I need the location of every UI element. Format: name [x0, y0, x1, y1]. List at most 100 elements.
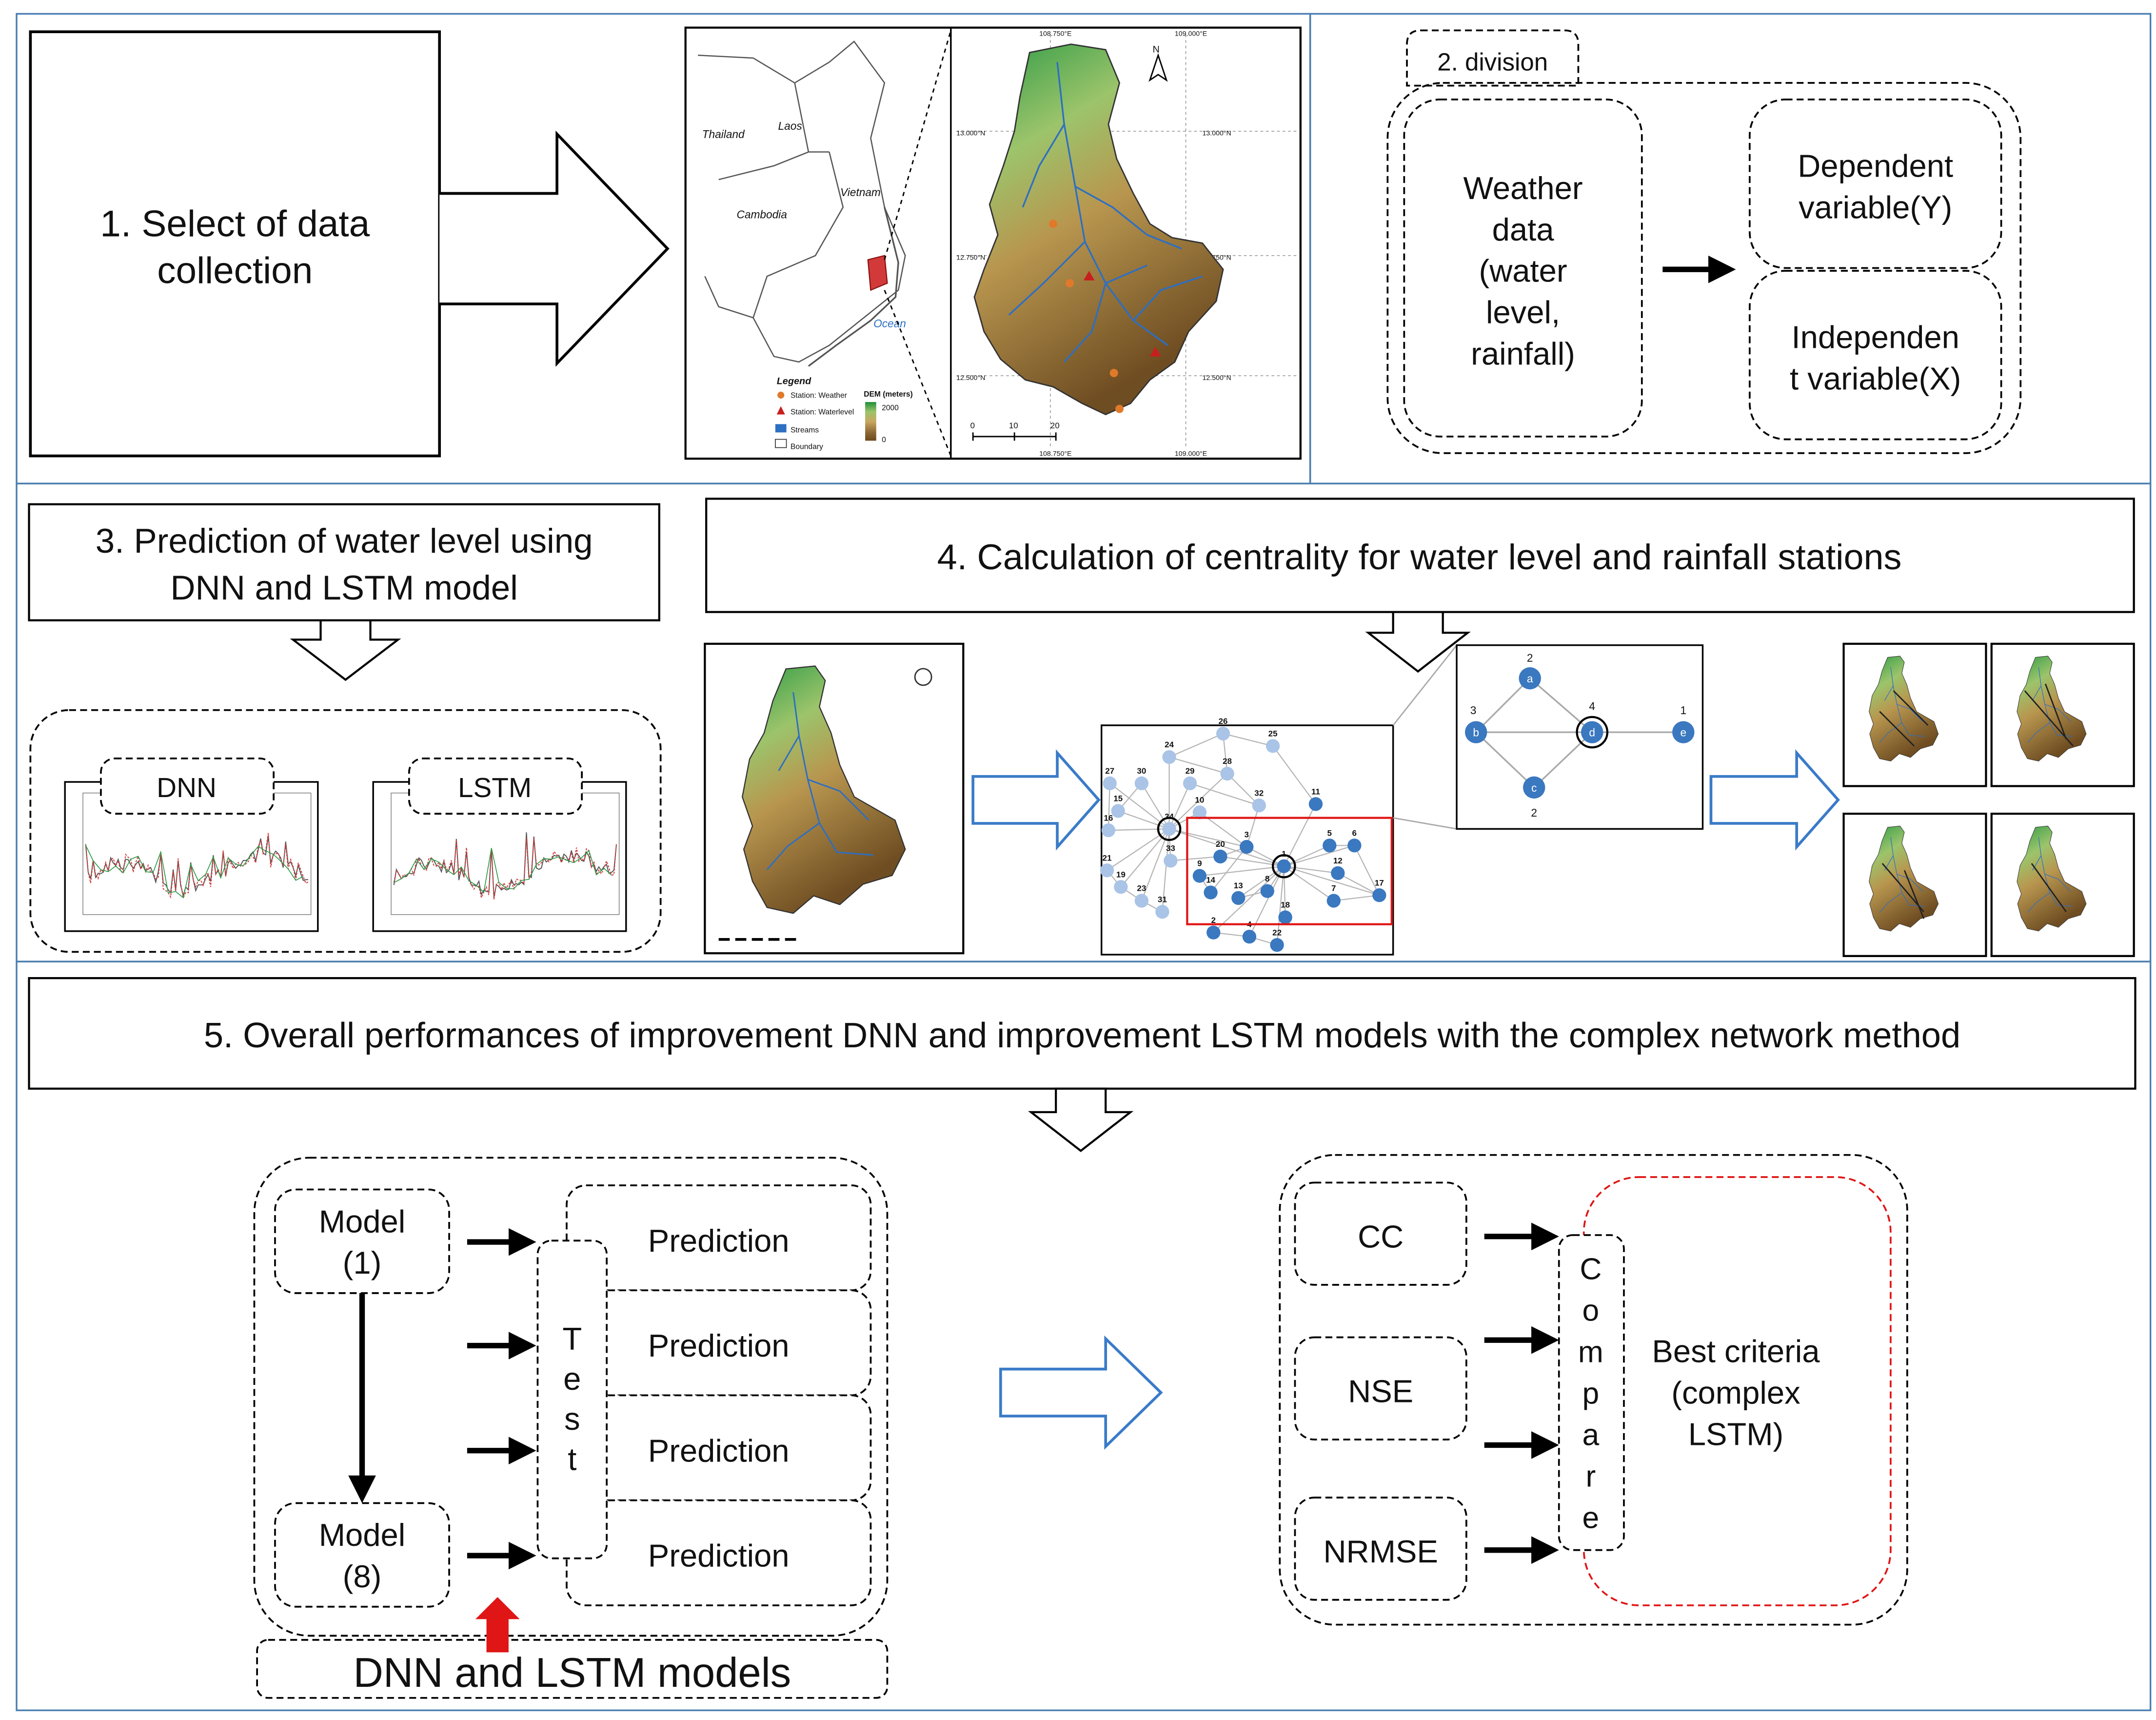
best-criteria-line1: Best criteria	[1652, 1333, 1820, 1369]
centrality-map-1	[1842, 642, 1987, 787]
network-node	[1162, 822, 1176, 836]
blue-arrow-to-network	[971, 749, 1101, 851]
network-node	[1103, 776, 1117, 790]
scale-0: 0	[970, 421, 974, 430]
grid-lon1-bottom: 108.750°E	[1039, 450, 1071, 458]
example-node-b-label: b	[1473, 726, 1479, 739]
network-node	[1347, 839, 1362, 853]
north-arrow-icon	[1148, 53, 1168, 82]
division-tab-label: 2. division	[1437, 48, 1548, 76]
network-node-label: 22	[1272, 928, 1282, 937]
compare-letter-3: m	[1578, 1335, 1603, 1369]
waterlevel-station	[1083, 271, 1095, 280]
legend-waterlevel: Station: Waterlevel	[791, 408, 854, 417]
basin-location	[867, 255, 888, 291]
network-node-label: 32	[1254, 788, 1264, 798]
compare-letter-6: r	[1586, 1460, 1596, 1493]
network-node	[1114, 880, 1128, 894]
legend-weather-symbol	[777, 391, 785, 399]
network-edge	[1108, 783, 1110, 831]
example-node-c: c 2	[1523, 776, 1545, 819]
weather-station	[1115, 404, 1124, 413]
panel-step5	[16, 960, 2152, 1711]
example-edges	[1475, 678, 1683, 788]
network-node-label: 27	[1105, 766, 1114, 776]
centrality-map-3	[1842, 812, 1987, 957]
network-edge	[1238, 865, 1285, 899]
network-node	[1192, 869, 1207, 883]
basin-dem	[973, 43, 1224, 416]
cc-label: CC	[1358, 1219, 1404, 1254]
network-node	[1101, 823, 1116, 838]
step3-down-arrow	[290, 619, 401, 681]
network-node	[1260, 884, 1274, 898]
network-edge	[1162, 829, 1170, 912]
grid-lat2: 12.750°N	[956, 254, 985, 261]
central-node-ring	[1271, 854, 1296, 879]
example-node-b-degree: 3	[1470, 704, 1477, 717]
network-node	[1372, 888, 1386, 902]
network-edge	[1141, 828, 1170, 901]
step5-title: 5. Overall performances of improvement D…	[204, 1016, 1960, 1055]
network-edge	[1169, 733, 1224, 758]
legend-streams-symbol	[775, 424, 787, 433]
legend-dem-title: DEM (meters)	[864, 390, 912, 399]
map-label-vietnam: Vietnam	[840, 186, 881, 199]
network-edge	[1333, 895, 1380, 901]
basin-streams	[1008, 62, 1203, 363]
network-edge	[1189, 782, 1260, 806]
network-node-label: 24	[1165, 740, 1174, 749]
weather-line3: (water	[1479, 253, 1567, 289]
weather-line2: data	[1492, 212, 1555, 247]
network-node	[1277, 859, 1291, 873]
nrmse-label: NRMSE	[1323, 1534, 1438, 1569]
example-node-c-degree: 2	[1531, 806, 1537, 819]
example-node-e-label: e	[1680, 726, 1686, 739]
nrmse-box	[1294, 1497, 1467, 1601]
weather-station	[1109, 369, 1118, 378]
network-node	[1242, 930, 1257, 944]
evaluation-outer-box	[1279, 1154, 1908, 1626]
study-area-map: Thailand Laos Vietnam Cambodia Ocean Leg…	[684, 26, 1302, 460]
network-highlight-box	[1186, 817, 1393, 925]
network-node	[1162, 750, 1176, 764]
zoom-leader-top	[884, 30, 952, 260]
test-box	[536, 1240, 608, 1560]
network-node	[1252, 798, 1266, 813]
network-node	[1308, 797, 1323, 811]
map-label-cambodia: Cambodia	[737, 208, 787, 220]
lstm-series-group	[393, 832, 617, 900]
network-node-label: 7	[1331, 884, 1336, 893]
independent-line2: t variable(X)	[1790, 361, 1961, 397]
step4-down-arrow	[1365, 611, 1471, 673]
blue-arrow-to-compare	[999, 1335, 1163, 1450]
dnn-tag-label: DNN	[157, 773, 217, 803]
prediction-label-2: Prediction	[648, 1328, 790, 1363]
north-label: N	[1153, 44, 1160, 55]
network-node-label: 29	[1186, 766, 1195, 776]
network-node	[1134, 894, 1149, 908]
network-frame	[1100, 724, 1394, 956]
grid-lat3: 12.500°N	[956, 374, 985, 382]
dependent-line1: Dependent	[1798, 148, 1953, 184]
lstm-chart: LSTM	[372, 757, 627, 932]
network-node	[1183, 776, 1197, 790]
grid-lat1-right: 13.000°N	[1203, 130, 1231, 138]
step4-title: 4. Calculation of centrality for water l…	[937, 537, 1902, 577]
dependent-line2: variable(Y)	[1799, 189, 1952, 225]
network-edge	[1169, 828, 1285, 867]
network-edge	[1272, 745, 1316, 804]
network-edge	[1213, 865, 1285, 933]
network-node-label: 12	[1333, 856, 1343, 865]
map-label-laos: Laos	[778, 120, 802, 132]
centrality-map-2	[1990, 642, 2135, 787]
legend-boundary: Boundary	[791, 442, 823, 451]
legend-waterlevel-symbol	[776, 406, 785, 415]
network-edge	[1226, 773, 1260, 806]
network-edge	[1246, 846, 1285, 867]
legend-weather: Station: Weather	[791, 392, 847, 400]
weather-line4: level,	[1486, 295, 1560, 330]
grid-lat1: 13.000°N	[956, 130, 985, 138]
weather-station	[1065, 279, 1074, 288]
